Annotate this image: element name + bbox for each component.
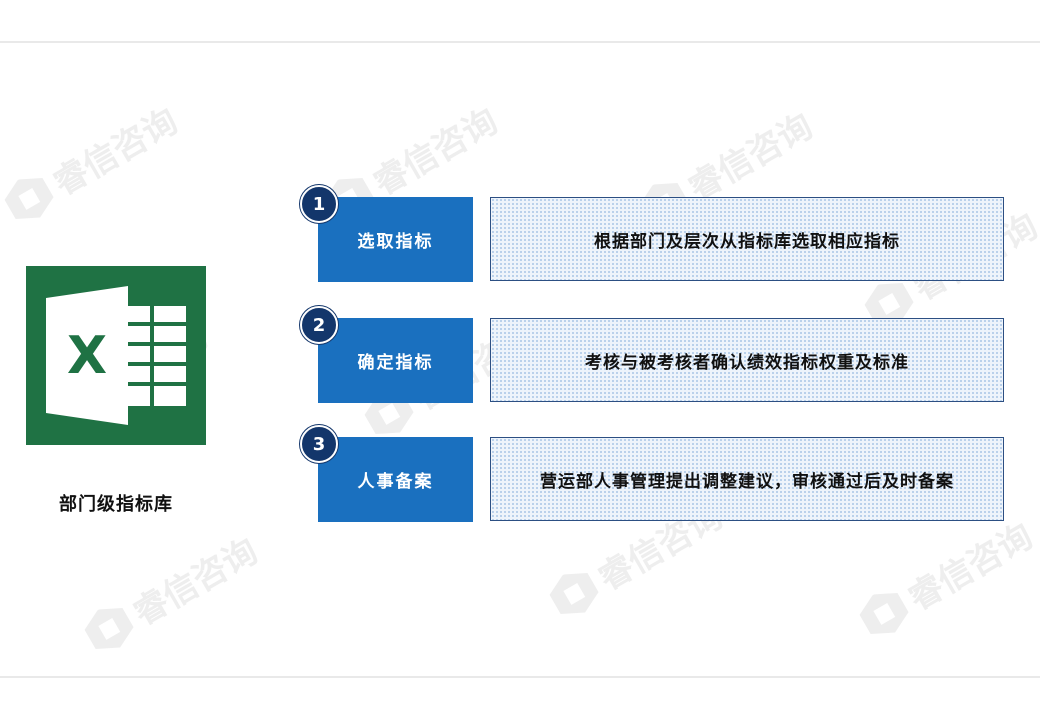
svg-text:X: X bbox=[67, 326, 107, 386]
step-description: 根据部门及层次从指标库选取相应指标 bbox=[490, 197, 1004, 281]
watermark: 睿信咨询 bbox=[853, 509, 1040, 645]
watermark-logo-icon bbox=[854, 583, 914, 643]
watermark-logo-icon bbox=[79, 598, 139, 658]
watermark: 睿信咨询 bbox=[78, 524, 265, 660]
watermark: 睿信咨询 bbox=[0, 94, 185, 230]
step-description: 考核与被考核者确认绩效指标权重及标准 bbox=[490, 318, 1004, 402]
icon-caption: 部门级指标库 bbox=[59, 494, 173, 515]
watermark-logo-icon bbox=[544, 563, 604, 623]
step-description: 营运部人事管理提出调整建议，审核通过后及时备案 bbox=[490, 437, 1004, 521]
step-number-badge: 2 bbox=[300, 306, 338, 344]
top-divider bbox=[0, 41, 1040, 43]
step-label: 人事备案 bbox=[318, 437, 473, 522]
step-3: 人事备案 3 营运部人事管理提出调整建议，审核通过后及时备案 bbox=[300, 425, 1006, 522]
step-1: 选取指标 1 根据部门及层次从指标库选取相应指标 bbox=[300, 185, 1006, 282]
excel-icon: X bbox=[26, 266, 206, 445]
step-2: 确定指标 2 考核与被考核者确认绩效指标权重及标准 bbox=[300, 306, 1006, 403]
step-number-badge: 1 bbox=[300, 185, 338, 223]
step-label: 确定指标 bbox=[318, 318, 473, 403]
step-number-badge: 3 bbox=[300, 425, 338, 463]
watermark-logo-icon bbox=[0, 168, 59, 228]
bottom-divider bbox=[0, 676, 1040, 678]
step-label: 选取指标 bbox=[318, 197, 473, 282]
